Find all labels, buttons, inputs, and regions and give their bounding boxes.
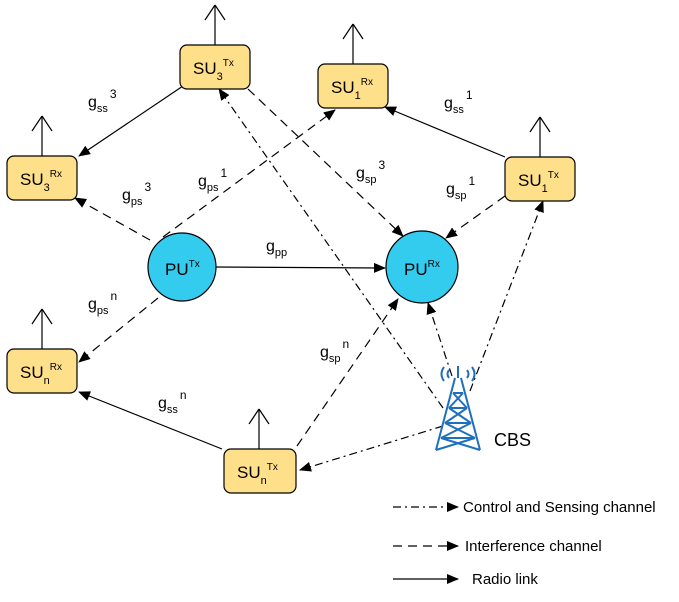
label-gps1: gps1 [198, 166, 228, 194]
node-base: PU [165, 260, 189, 279]
node-sun-rx: SUnRx [6, 348, 78, 394]
svg-text:PUTx: PUTx [165, 259, 200, 279]
node-sup: Tx [267, 462, 278, 473]
label-gssn: gssn [158, 388, 187, 416]
node-pu-rx: PURx [385, 230, 459, 304]
node-sup: Tx [223, 58, 234, 69]
antennas [31, 4, 551, 449]
control-suntx [299, 425, 444, 472]
radio-link-su3 [78, 85, 184, 157]
node-sup: Rx [50, 362, 62, 373]
svg-text:SU3Tx: SU3Tx [193, 58, 234, 83]
node-sup: Tx [548, 170, 559, 181]
node-base: SU [518, 171, 542, 190]
label-gps3: gps3 [122, 180, 152, 208]
label-gss1: gss1 [444, 88, 473, 116]
node-sun-tx: SUnTx [223, 448, 297, 494]
interference-gpsn [78, 297, 159, 363]
cbs-label: CBS [494, 430, 531, 450]
antenna-su1rx-icon [342, 23, 364, 64]
node-sub: 1 [355, 90, 361, 102]
node-pu-tx: PUTx [147, 232, 217, 302]
node-base: SU [20, 170, 44, 189]
label-gsp3: gsp3 [356, 158, 386, 186]
node-base: PU [404, 260, 428, 279]
node-sup: Tx [189, 259, 200, 270]
antenna-su3rx-icon [31, 115, 53, 156]
legend-radio-label: Radio link [472, 571, 538, 588]
interference-gsp3 [247, 88, 404, 237]
radio-link-pu [214, 262, 386, 273]
svg-text:PURx: PURx [404, 259, 440, 279]
node-base: SU [237, 463, 261, 482]
node-base: SU [193, 59, 217, 78]
interference-gps1 [162, 109, 336, 238]
node-sub: 3 [44, 182, 50, 194]
node-sub: 1 [542, 183, 548, 195]
interference-gsp1 [445, 195, 506, 239]
node-sub: n [261, 475, 267, 487]
legend: Control and Sensing channel Interference… [393, 499, 656, 588]
svg-text:SU1Rx: SU1Rx [331, 77, 373, 102]
antenna-su3tx-icon [204, 4, 226, 45]
interference-gspn [296, 298, 399, 447]
control-purx [426, 302, 453, 377]
control-su3tx [218, 88, 444, 409]
svg-text:SUnRx: SUnRx [20, 362, 62, 387]
label-gsp1: gsp1 [446, 174, 476, 202]
radio-link-su1 [384, 106, 506, 158]
svg-text:SUnTx: SUnTx [237, 462, 278, 487]
node-base: SU [331, 78, 355, 97]
node-sub: n [44, 375, 50, 387]
legend-control-label: Control and Sensing channel [463, 499, 656, 516]
node-su3-rx: SU3Rx [6, 155, 78, 201]
node-sup: Rx [361, 77, 373, 88]
svg-text:SU3Rx: SU3Rx [20, 169, 62, 194]
svg-text:SU1Tx: SU1Tx [518, 170, 559, 195]
antenna-suntx-icon [248, 408, 270, 449]
antenna-sunrx-icon [31, 308, 53, 349]
label-gpp: gpp [266, 238, 287, 259]
control-su1tx [469, 200, 544, 392]
node-sub: 3 [217, 71, 223, 83]
radio-link-sun [78, 391, 223, 450]
node-sup: Rx [428, 259, 440, 270]
legend-interference-label: Interference channel [465, 538, 602, 555]
cbs-tower-icon [435, 366, 481, 451]
node-base: SU [20, 363, 44, 382]
node-sup: Rx [50, 169, 62, 180]
label-gspn: gspn [320, 337, 349, 365]
antenna-su1tx-icon [529, 116, 551, 157]
node-su3-tx: SU3Tx [179, 44, 251, 90]
label-gpsn: gpsn [88, 289, 117, 317]
node-su1-rx: SU1Rx [317, 63, 389, 109]
node-su1-tx: SU1Tx [504, 156, 576, 202]
label-gss3: gss3 [88, 87, 117, 115]
